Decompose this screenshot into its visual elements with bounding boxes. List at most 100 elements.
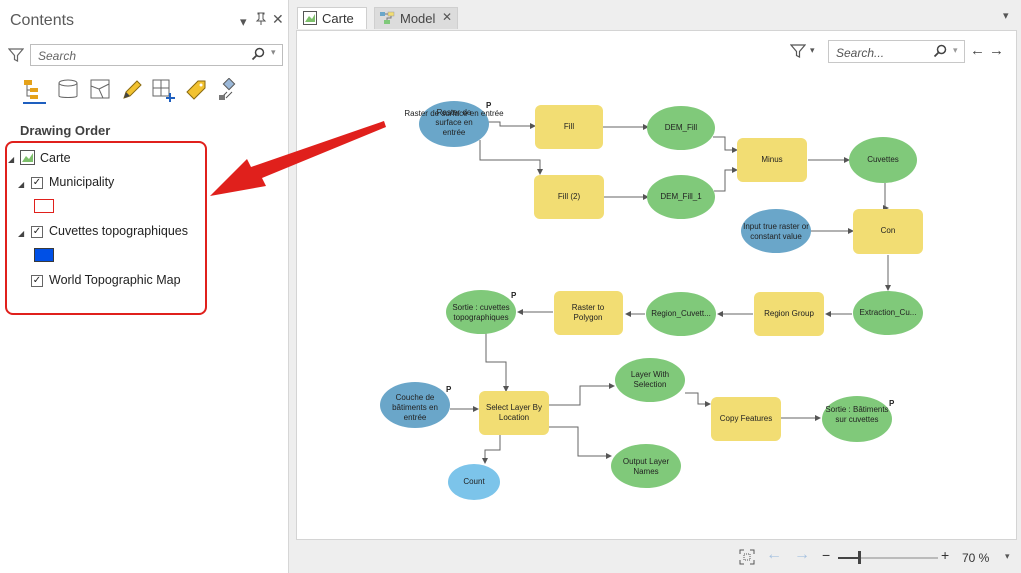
label-fill: Fill [563, 122, 575, 131]
close-icon[interactable]: ✕ [272, 11, 284, 27]
tab-model[interactable]: Model ✕ [374, 7, 458, 29]
tool-copy-features[interactable] [711, 397, 781, 441]
connector-lines [450, 121, 891, 464]
zoom-dropdown-icon[interactable]: ▾ [1005, 551, 1010, 561]
tool-fill-2[interactable] [534, 175, 604, 219]
param-flag-sortie-batiments: P [889, 399, 895, 408]
drawing-order-heading: Drawing Order [20, 123, 111, 138]
pin-icon[interactable] [255, 12, 267, 29]
zoom-slider-track[interactable] [838, 557, 938, 559]
tab-model-label: Model [400, 11, 436, 26]
tab-carte[interactable]: Carte [297, 7, 367, 29]
label-extraction: Extraction_Cu... [859, 308, 917, 317]
tool-select-layer[interactable] [479, 391, 549, 435]
canvas-status-bar [296, 541, 1017, 571]
node-couche-batiments[interactable] [380, 382, 450, 428]
canvas-filter-icon[interactable] [789, 43, 807, 64]
close-tab-icon[interactable]: ✕ [442, 10, 453, 24]
node-count[interactable] [448, 464, 500, 500]
canvas-search-field[interactable]: ▾ [828, 40, 965, 63]
cuvettes-checkbox[interactable]: ✓ [31, 226, 43, 238]
next-result-icon[interactable]: → [989, 42, 1004, 59]
cuvettes-symbol[interactable] [34, 248, 54, 262]
tool-minus[interactable] [737, 138, 807, 182]
label-dem-fill: DEM_Fill [664, 123, 698, 132]
label-con: Con [880, 226, 896, 235]
search-icon[interactable] [251, 47, 265, 66]
label-sortie-cuvettes: Sortie : cuvettes topographiques [452, 303, 510, 322]
label-minus: Minus [761, 155, 783, 164]
red-arrow-icon [210, 121, 386, 196]
zoom-level[interactable]: 70 % [962, 551, 990, 565]
pane-menu-icon[interactable]: ▾ [240, 14, 247, 29]
expand-cuvettes-icon[interactable]: ◢ [18, 229, 25, 238]
node-raster-surface[interactable] [419, 101, 489, 147]
label-layer-with-selection: Layer With Selection [630, 370, 670, 389]
contents-search-field[interactable]: ▾ [30, 44, 283, 66]
canvas-filter-dropdown-icon[interactable]: ▾ [810, 45, 815, 55]
param-flag: P [486, 101, 492, 110]
list-by-snapping-icon[interactable] [151, 78, 175, 102]
layer-cuvettes[interactable]: Cuvettes topographiques [49, 224, 188, 238]
tool-raster-to-polygon[interactable] [554, 291, 623, 335]
canvas-search-dropdown-icon[interactable]: ▾ [953, 45, 958, 55]
label-region-group: Region Group [764, 309, 814, 318]
municipality-checkbox[interactable]: ✓ [31, 177, 43, 189]
contents-pane: Contents ▾ ✕ ▾ Drawing Order ◢ Carte [0, 0, 289, 573]
label-couche-batiments: Couche de bâtiments en entrée [392, 393, 438, 422]
node-sortie-batiments[interactable] [822, 396, 892, 442]
map-name[interactable]: Carte [40, 151, 71, 165]
label-raster-surface: Raster de surface en entrée [435, 108, 473, 137]
label-region-cuvett: Region_Cuvett... [651, 309, 711, 318]
connector [713, 136, 738, 153]
connector [488, 121, 536, 129]
zoom-out-icon[interactable]: − [822, 547, 831, 563]
node-extraction[interactable] [853, 291, 923, 335]
tool-region-group[interactable] [754, 292, 824, 336]
list-by-data-source-icon[interactable] [56, 78, 80, 102]
tab-list-dropdown-icon[interactable]: ▾ [1003, 10, 1009, 22]
node-sortie-cuvettes[interactable] [446, 290, 516, 334]
node-dem-fill[interactable] [647, 106, 715, 150]
previous-extent-icon[interactable]: ← [766, 546, 782, 563]
node-input-true-raster[interactable] [741, 209, 811, 253]
layer-municipality[interactable]: Municipality [49, 175, 115, 189]
connector [549, 383, 615, 406]
node-cuvettes[interactable] [849, 137, 917, 183]
node-region-cuvett[interactable] [646, 292, 716, 336]
full-extent-icon[interactable] [739, 549, 755, 570]
annotation-highlight-box [5, 141, 207, 315]
node-output-layer-names[interactable] [611, 444, 681, 488]
municipality-symbol[interactable] [34, 199, 54, 213]
connector [883, 183, 889, 211]
connector [714, 167, 738, 192]
contents-search-input[interactable] [36, 46, 250, 66]
layer-world-topographic[interactable]: World Topographic Map [49, 273, 181, 287]
list-by-drawing-order-icon[interactable] [22, 78, 46, 104]
node-layer-with-selection[interactable] [615, 358, 685, 402]
previous-result-icon[interactable]: ← [970, 42, 985, 59]
expand-carte-icon[interactable]: ◢ [8, 155, 15, 164]
list-by-editing-icon[interactable] [120, 78, 144, 102]
next-extent-icon[interactable]: → [794, 546, 810, 563]
tool-con[interactable] [853, 209, 923, 254]
list-by-perspective-imagery-icon[interactable] [217, 77, 241, 102]
zoom-slider-thumb[interactable] [858, 551, 861, 564]
param-flag-couche: P [446, 385, 452, 394]
node-dem-fill-1[interactable] [647, 175, 715, 219]
search-dropdown-icon[interactable]: ▾ [271, 47, 276, 57]
list-by-selection-icon[interactable] [89, 78, 113, 102]
list-by-labeling-icon[interactable] [184, 78, 208, 102]
canvas-search-input[interactable] [834, 43, 933, 63]
zoom-in-icon[interactable]: + [941, 547, 950, 563]
world-topo-checkbox[interactable]: ✓ [31, 275, 43, 287]
filter-icon[interactable] [7, 47, 25, 68]
tool-fill[interactable] [535, 105, 603, 149]
label-sortie-batiments: Sortie : Bâtiments sur cuvettes [825, 405, 889, 424]
expand-municipality-icon[interactable]: ◢ [18, 180, 25, 189]
connector [482, 434, 501, 464]
canvas-search-icon[interactable] [933, 44, 947, 63]
contents-title: Contents [10, 12, 75, 29]
label-input-true-raster: Input true raster or constant value [743, 222, 809, 241]
